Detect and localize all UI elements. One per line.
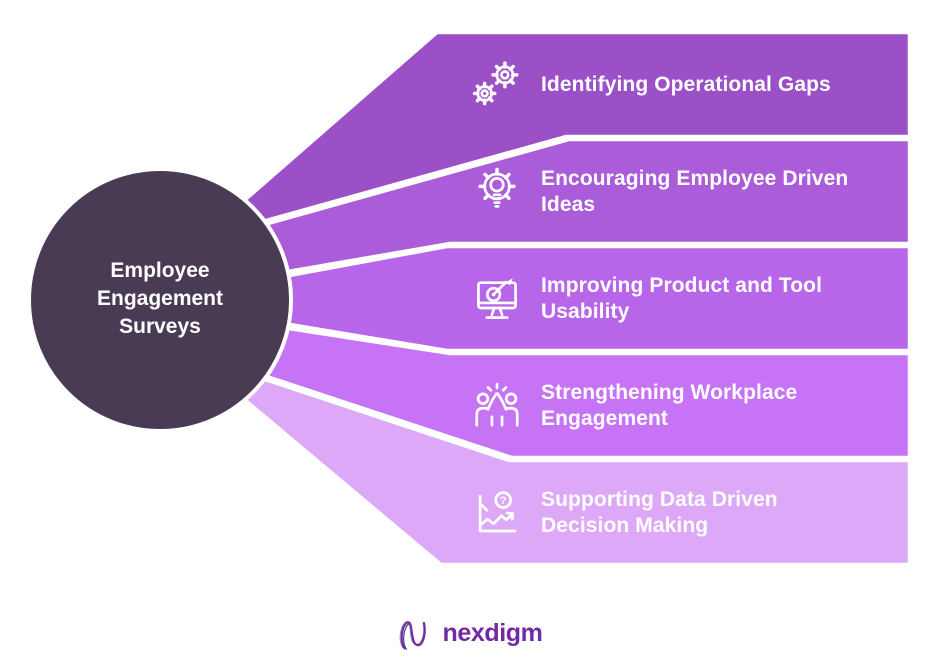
gears-icon <box>470 58 524 112</box>
brand-logo-text: nexdigm <box>442 618 543 647</box>
banner-label-5: Supporting Data Driven Decision Making <box>541 487 778 537</box>
monitor-target-icon <box>470 272 524 326</box>
banner-row-4: Strengthening Workplace Engagement <box>470 354 890 457</box>
banner-label-4: Strengthening Workplace Engagement <box>541 380 798 430</box>
gear-lightbulb-icon <box>470 165 524 219</box>
banner-label-3: Improving Product and Tool Usability <box>541 273 823 323</box>
banner-row-5: ? Supporting Data Driven Decision Making <box>470 461 890 564</box>
banner-label-1: Identifying Operational Gaps <box>541 72 831 96</box>
center-circle-label: Employee Engagement Surveys <box>96 259 224 338</box>
people-highfive-icon <box>470 379 524 433</box>
banner-row-1: Identifying Operational Gaps <box>470 33 890 136</box>
svg-text:?: ? <box>500 495 507 507</box>
banner-row-2: Encouraging Employee Driven Ideas <box>470 140 890 243</box>
nexdigm-logo-icon <box>394 614 436 656</box>
center-circle <box>27 167 293 433</box>
brand-logo: nexdigm <box>0 610 936 660</box>
banner-label-2: Encouraging Employee Driven Ideas <box>541 166 849 216</box>
banner-row-3: Improving Product and Tool Usability <box>470 247 890 350</box>
chart-question-icon: ? <box>470 486 524 540</box>
